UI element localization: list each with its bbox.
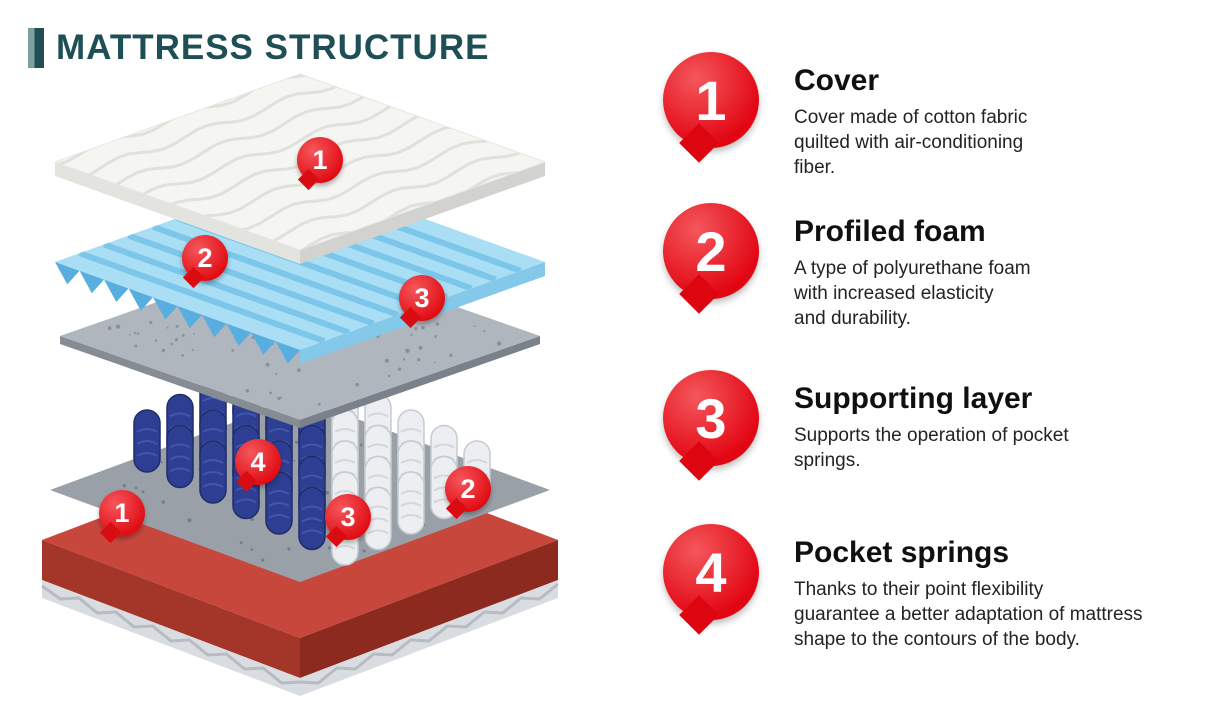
mattress-diagram: 1 2 3 4 3 2 1 [0, 0, 620, 705]
marker-number: 2 [460, 473, 476, 504]
legend-item-pocket-springs: 4 Pocket springs Thanks to their point f… [636, 524, 1214, 652]
legend-description: Thanks to their point flexibility guaran… [794, 579, 1143, 651]
legend: 1 Cover Cover made of cotton fabric quil… [636, 0, 1214, 705]
legend-title: Supporting layer [794, 382, 1033, 415]
legend-title: Cover [794, 64, 880, 97]
diagram-marker-cover: 1 [297, 137, 343, 183]
legend-text: Profiled foam A type of polyurethane foa… [794, 203, 1214, 331]
badge-number: 2 [695, 219, 727, 283]
diagram-marker-cover-bottom: 1 [99, 490, 145, 536]
marker-number: 1 [312, 144, 328, 175]
legend-title: Pocket springs [794, 536, 1010, 569]
badge-wrap: 3 [636, 370, 786, 466]
legend-badge-4: 4 [663, 524, 759, 620]
legend-description: Supports the operation of pocket springs… [794, 425, 1069, 472]
marker-number: 4 [250, 446, 266, 477]
marker-number: 3 [414, 282, 430, 313]
marker-number: 1 [114, 497, 130, 528]
header: MATTRESS STRUCTURE [28, 28, 489, 68]
mattress-illustration [41, 73, 559, 696]
marker-number: 2 [197, 242, 213, 273]
badge-wrap: 4 [636, 524, 786, 620]
badge-number: 3 [695, 386, 727, 450]
badge-wrap: 2 [636, 203, 786, 299]
page-title: MATTRESS STRUCTURE [56, 28, 490, 67]
legend-badge-1: 1 [663, 52, 759, 148]
badge-number: 4 [695, 540, 727, 604]
marker-number: 3 [340, 501, 356, 532]
legend-text: Supporting layer Supports the operation … [794, 370, 1214, 473]
badge-wrap: 1 [636, 52, 786, 148]
diagram-marker-support-top: 3 [399, 275, 445, 321]
legend-item-profiled-foam: 2 Profiled foam A type of polyurethane f… [636, 203, 1214, 331]
legend-text: Cover Cover made of cotton fabric quilte… [794, 52, 1214, 180]
legend-item-cover: 1 Cover Cover made of cotton fabric quil… [636, 52, 1214, 180]
legend-item-supporting-layer: 3 Supporting layer Supports the operatio… [636, 370, 1214, 473]
diagram-marker-springs: 4 [235, 439, 281, 485]
legend-title: Profiled foam [794, 215, 986, 248]
diagram-marker-foam: 2 [182, 235, 228, 281]
badge-number: 1 [695, 68, 727, 132]
legend-description: A type of polyurethane foam with increas… [794, 258, 1031, 330]
legend-badge-2: 2 [663, 203, 759, 299]
diagram-marker-support-bottom: 3 [325, 494, 371, 540]
diagram-marker-foam-bottom: 2 [445, 466, 491, 512]
legend-description: Cover made of cotton fabric quilted with… [794, 107, 1028, 179]
legend-badge-3: 3 [663, 370, 759, 466]
title-accent-bar [28, 28, 44, 68]
legend-text: Pocket springs Thanks to their point fle… [794, 524, 1214, 652]
